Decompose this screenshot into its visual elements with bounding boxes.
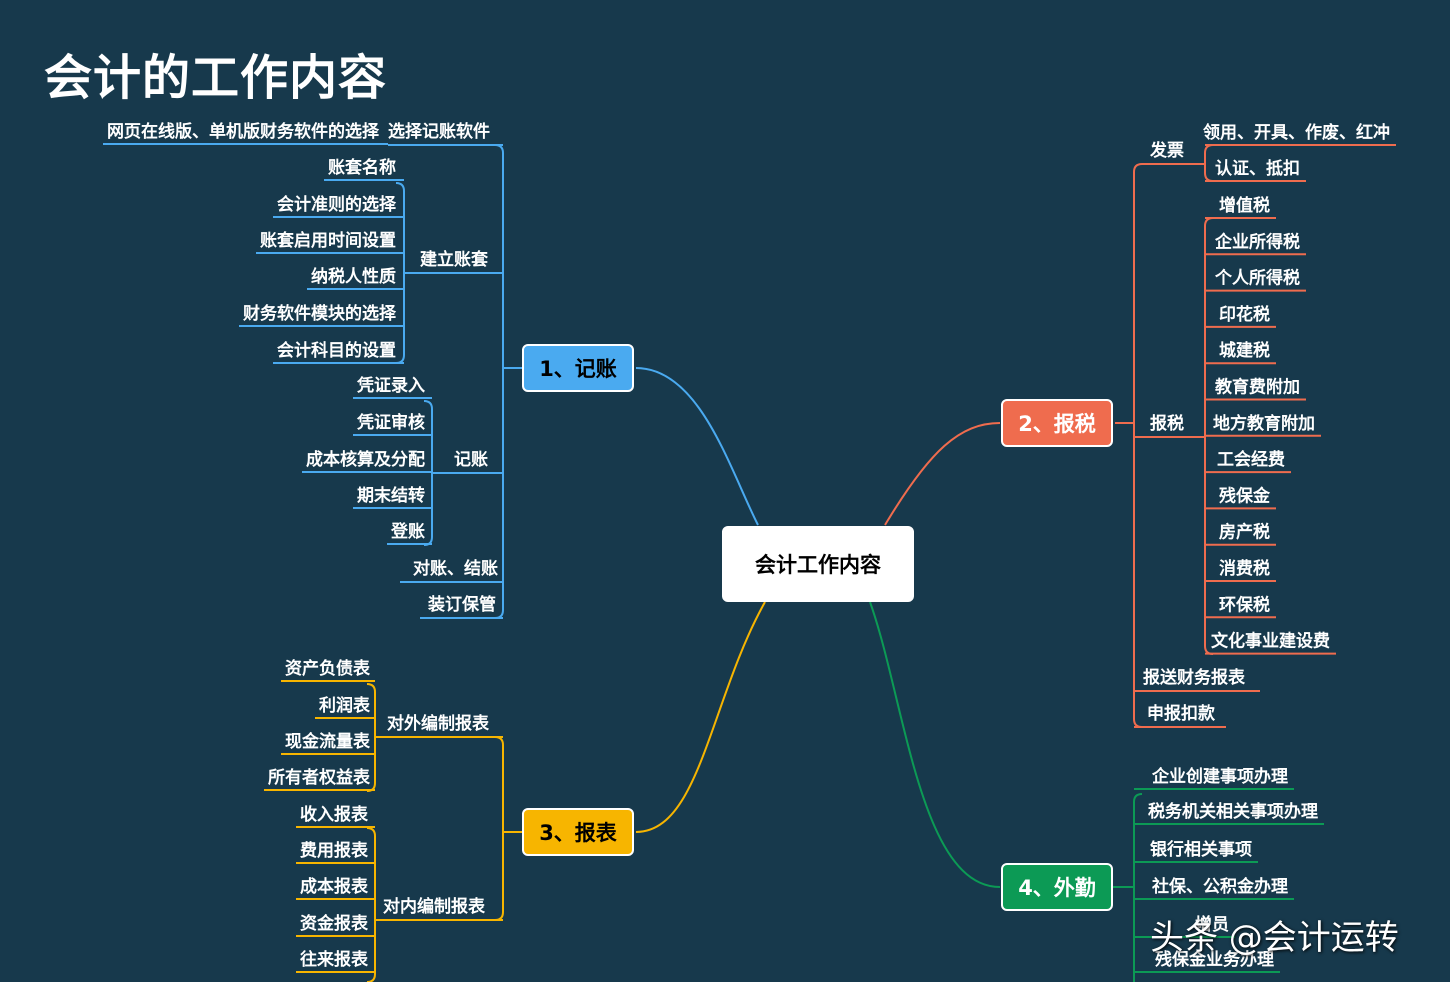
leaf-tax-8: 残保金	[1219, 485, 1271, 506]
branch-jizhang: 记账	[454, 450, 488, 470]
node-baobiao-label: 3、报表	[539, 821, 618, 845]
branch-jianli: 建立账套	[420, 249, 489, 270]
leaf-duinei-1: 费用报表	[300, 840, 369, 861]
leaf-waiqin-4: 增员	[1195, 914, 1229, 935]
leaf-tax-11: 环保税	[1219, 594, 1270, 615]
leaf-waiqin-3: 社保、公积金办理	[1151, 876, 1288, 897]
branch-duiwai: 对外编制报表	[387, 713, 490, 734]
leaf-tax-10: 消费税	[1219, 558, 1270, 579]
link-center-baoshui	[884, 422, 1001, 526]
leaf-duinei-3: 资金报表	[300, 913, 369, 934]
leaf-waiqin-1: 税务机关相关事项办理	[1148, 801, 1318, 822]
node-waiqin-box	[1001, 863, 1113, 911]
leaf-fapiao-1: 认证、抵扣	[1215, 158, 1300, 179]
leaf-tax-5: 教育费附加	[1214, 377, 1300, 398]
leaf-tax-0: 增值税	[1219, 195, 1270, 216]
leaf-tax-6: 地方教育附加	[1213, 413, 1315, 434]
leaf-duinei-0: 收入报表	[300, 804, 369, 825]
leaf-duiwai-3: 所有者权益表	[268, 767, 371, 788]
node-waiqin-label: 4、外勤	[1018, 876, 1096, 900]
leaf-jianli-0: 账套名称	[328, 157, 396, 178]
branch-baosong: 报送财务报表	[1143, 667, 1246, 688]
leaf-tax-7: 工会经费	[1217, 449, 1285, 470]
leaf-jizhang-0: 凭证录入	[356, 375, 425, 396]
mindmap-main-nodes: 会计工作内容 1、记账 2、报税 3、报表 4、外勤	[522, 344, 1113, 911]
branch-duizhang: 对账、结账	[413, 558, 498, 579]
leaf-jizhang-3: 期末结转	[357, 485, 425, 506]
link-center-waiqin	[869, 601, 1001, 888]
bracket-jianli	[395, 182, 405, 364]
leaf-tax-2: 个人所得税	[1214, 268, 1300, 289]
leaf-software-choice: 网页在线版、单机版财务软件的选择	[107, 121, 380, 142]
bracket-jizhang-main	[494, 144, 504, 619]
leaf-waiqin-5: 残保金业务办理	[1155, 949, 1274, 970]
leaf-jianli-5: 会计科目的设置	[277, 340, 396, 361]
branch-shenbao: 申报扣款	[1147, 703, 1216, 724]
node-baoshui-box	[1001, 399, 1113, 447]
leaf-jizhang-2: 成本核算及分配	[306, 449, 425, 470]
leaf-tax-9: 房产税	[1219, 522, 1270, 543]
page-title: 会计的工作内容	[44, 50, 388, 106]
leaf-waiqin-2: 银行相关事项	[1150, 839, 1252, 860]
node-waiqin[interactable]: 4、外勤	[1001, 863, 1113, 911]
watermark: 头条 @会计运转	[1150, 918, 1399, 958]
leaf-jizhang-4: 登账	[390, 521, 425, 542]
leaf-fapiao-0: 领用、开具、作废、红冲	[1203, 122, 1390, 143]
bracket-baobiao-main	[494, 736, 504, 921]
bracket-fapiao	[1204, 144, 1214, 182]
mindmap-connectors	[103, 143, 1396, 982]
leaf-jizhang-1: 凭证审核	[356, 412, 425, 433]
node-center-box	[722, 526, 914, 602]
leaf-tax-3: 印花税	[1219, 304, 1270, 325]
leaf-jianli-1: 会计准则的选择	[277, 194, 397, 215]
node-baoshui[interactable]: 2、报税	[1001, 399, 1113, 447]
leaf-duiwai-0: 资产负债表	[285, 658, 371, 679]
branch-baoshui: 报税	[1150, 413, 1184, 434]
node-baobiao-box	[522, 808, 634, 856]
link-center-baobiao	[635, 601, 766, 833]
bracket-duinei	[366, 827, 376, 982]
link-center-jizhang	[635, 367, 759, 526]
leaf-duinei-4: 往来报表	[300, 949, 369, 970]
leaf-duiwai-1: 利润表	[319, 695, 371, 716]
leaf-jianli-2: 账套启用时间设置	[260, 230, 396, 251]
branch-duinei: 对内编制报表	[383, 896, 486, 917]
branch-software: 选择记账软件	[388, 121, 490, 142]
node-jizhang-box	[522, 344, 634, 392]
bracket-baoshui-main	[1133, 163, 1143, 728]
node-jizhang-label: 1、记账	[539, 357, 617, 381]
node-baoshui-label: 2、报税	[1018, 412, 1096, 436]
bracket-waiqin	[1133, 793, 1143, 982]
leaf-tax-1: 企业所得税	[1214, 231, 1300, 252]
node-baobiao[interactable]: 3、报表	[522, 808, 634, 856]
node-jizhang[interactable]: 1、记账	[522, 344, 634, 392]
leaf-waiqin-0: 企业创建事项办理	[1151, 766, 1288, 787]
mindmap-labels: 网页在线版、单机版财务软件的选择选择记账软件账套名称会计准则的选择账套启用时间设…	[107, 121, 1390, 970]
leaf-duinei-2: 成本报表	[300, 876, 369, 897]
leaf-jianli-4: 财务软件模块的选择	[242, 303, 397, 324]
branch-zhuangding: 装订保管	[427, 594, 496, 615]
node-center[interactable]: 会计工作内容	[722, 526, 914, 602]
leaf-tax-4: 城建税	[1219, 340, 1270, 361]
leaf-duiwai-2: 现金流量表	[285, 731, 371, 752]
leaf-tax-12: 文化事业建设费	[1211, 631, 1330, 652]
node-center-label: 会计工作内容	[755, 553, 881, 577]
branch-fapiao: 发票	[1149, 140, 1184, 161]
leaf-jianli-3: 纳税人性质	[311, 266, 396, 287]
